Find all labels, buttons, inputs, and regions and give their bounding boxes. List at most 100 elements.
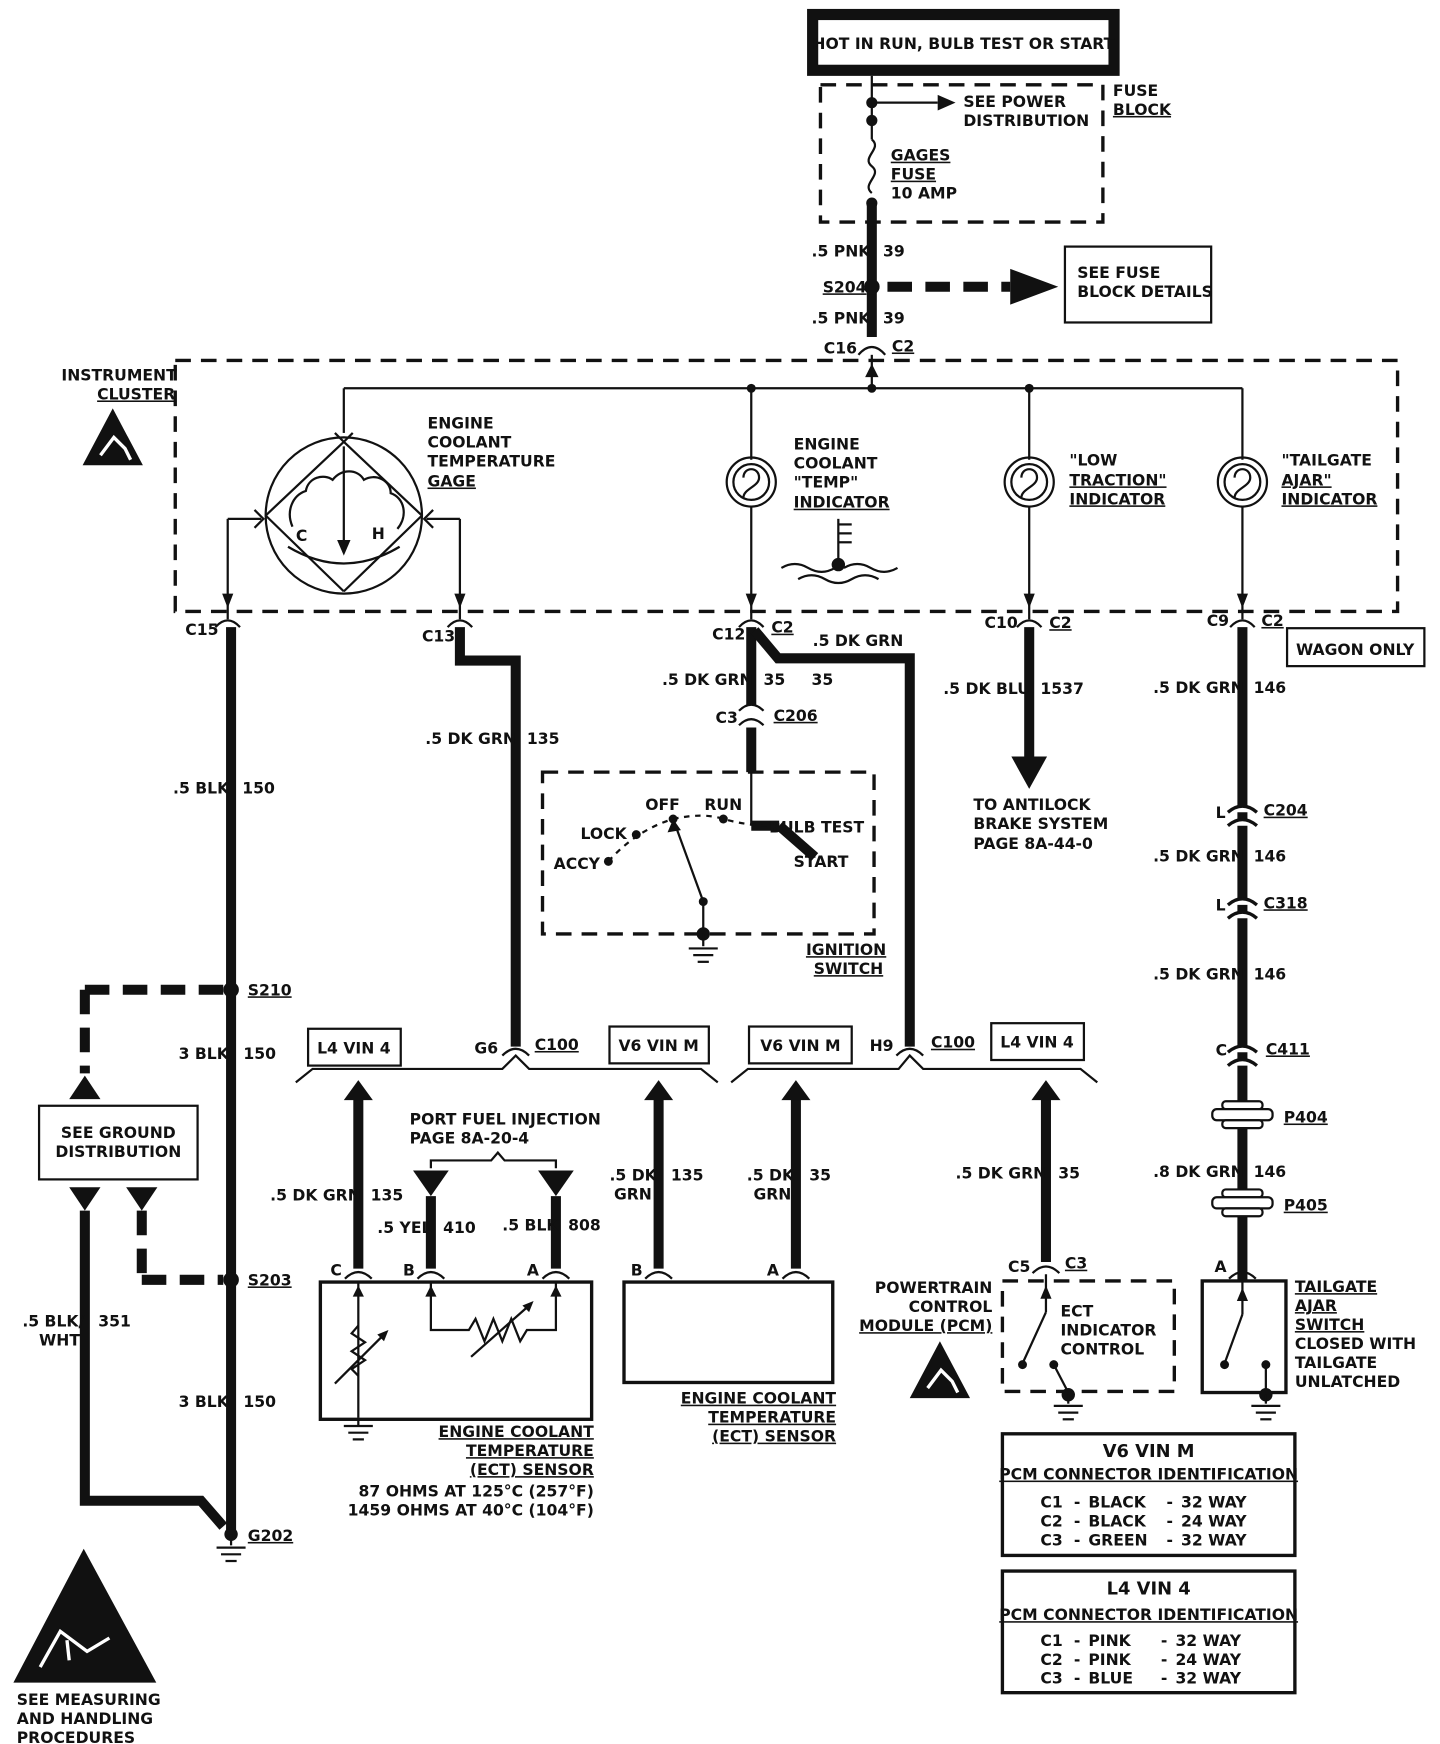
svg-text:-: - xyxy=(1074,1531,1080,1549)
wire-3blk-label-b: 3 BLK xyxy=(179,1045,230,1063)
ignition-accy-contact xyxy=(603,856,613,866)
connector-c100-right-bar xyxy=(730,1053,1098,1084)
gage-c-mark: C xyxy=(296,527,307,545)
v6-wire2-label-1: .5 DK xyxy=(747,1167,795,1185)
ect-spec-2: 1459 OHMS AT 40°C (104°F) xyxy=(348,1501,594,1519)
v6-ect-connector-a xyxy=(781,1270,811,1280)
ignition-switch-arc xyxy=(607,814,771,863)
splice-s210 xyxy=(223,981,239,998)
see-power-2: DISTRIBUTION xyxy=(963,112,1089,130)
v6-wire-label-1: .5 DK xyxy=(609,1167,657,1185)
fuse-block-box xyxy=(818,83,1105,224)
wire-pnk-top: .5 PNK xyxy=(812,243,872,261)
connector-c206-bottom xyxy=(738,718,765,727)
pcm-label-1: POWERTRAIN xyxy=(875,1279,993,1297)
see-ground-distribution-box xyxy=(37,1104,199,1181)
ignition-accy-label: ACCY xyxy=(554,855,601,873)
pcm-connector-c5 xyxy=(1031,1265,1061,1274)
fuse-label-2: FUSE xyxy=(891,166,936,184)
ground-dist-arrow-left xyxy=(69,1187,101,1211)
wagon-only-label: WAGON ONLY xyxy=(1296,641,1415,659)
ignition-run-contact xyxy=(718,814,728,824)
ect-label-2: TEMPERATURE xyxy=(466,1442,594,1460)
wire-dkgrn146-label-b: .5 DK GRN xyxy=(1153,847,1244,865)
ect-connector-a xyxy=(541,1270,571,1280)
pcm-table-row: C1 xyxy=(1040,1493,1062,1511)
circuit-146-label-b: 146 xyxy=(1254,847,1287,865)
splice-s210-label: S210 xyxy=(248,981,292,999)
connector-c3-label: C3 xyxy=(716,709,738,727)
coolant-temperature-gage xyxy=(227,388,460,595)
circuit-150-label-c: 150 xyxy=(243,1393,276,1411)
pcm-table-row: BLACK xyxy=(1088,1493,1146,1511)
pcm-table-row: 24 WAY xyxy=(1175,1651,1241,1669)
pcm-table-row: 32 WAY xyxy=(1175,1670,1241,1688)
connector-c12-label: C12 xyxy=(712,625,745,643)
wire-blk150-label: .5 BLK xyxy=(173,779,230,797)
v6-vinm-right-box xyxy=(747,1025,853,1065)
low-traction-indicator-bulb xyxy=(1003,388,1055,620)
ect-connector-b xyxy=(416,1270,446,1280)
cluster-label-1: INSTRUMENT xyxy=(61,366,177,384)
circuit-150-label-b: 150 xyxy=(243,1045,276,1063)
connector-c9-label: C9 xyxy=(1207,612,1229,630)
see-power-arrow xyxy=(937,94,956,111)
circuit-146-label-d: 146 xyxy=(1254,1163,1287,1181)
svg-text:-: - xyxy=(1167,1493,1173,1511)
pcm-table-row: PINK xyxy=(1088,1632,1131,1650)
antilock-label-1: TO ANTILOCK xyxy=(973,796,1091,814)
v6-circ135-label: 135 xyxy=(671,1167,704,1185)
v6-wire-label-2: GRN xyxy=(614,1185,652,1203)
wire-dkgrn-35-to-h9 xyxy=(750,627,915,1047)
v6-ect-label-3: (ECT) SENSOR xyxy=(712,1428,836,1446)
v6-ect-label-1: ENGINE COOLANT xyxy=(681,1390,837,1408)
svg-text:-: - xyxy=(1161,1651,1167,1669)
connector-c206-label: C206 xyxy=(774,707,818,725)
ignition-lock-label: LOCK xyxy=(580,825,627,843)
pcm-table-l4: L4 VIN 4 PCM CONNECTOR IDENTIFICATION C1… xyxy=(999,1569,1298,1695)
grommet-p404 xyxy=(1211,1100,1274,1130)
ignition-bulb-test-label: BULB TEST xyxy=(769,818,864,836)
connector-c318-pin-label: L xyxy=(1216,896,1226,914)
tailgate-label-3: SWITCH xyxy=(1295,1316,1364,1334)
wire-dkgrn135-label: .5 DK GRN xyxy=(425,730,516,748)
v6-wire2-label-2: GRN xyxy=(753,1185,791,1203)
pcm-table-l4-subtitle: PCM CONNECTOR IDENTIFICATION xyxy=(999,1606,1298,1624)
tailgate-label-6: UNLATCHED xyxy=(1295,1373,1400,1391)
pcm-table-row: C1 xyxy=(1040,1632,1062,1650)
ect-sensor-resistor-l4 xyxy=(349,1324,368,1377)
ect-spec-1: 87 OHMS AT 125°C (257°F) xyxy=(359,1482,594,1500)
connector-c9 xyxy=(1229,619,1256,628)
pcm-table-row: BLACK xyxy=(1088,1512,1146,1530)
pcm-table-row: PINK xyxy=(1088,1651,1131,1669)
low-traction-label-1: "LOW xyxy=(1069,451,1117,469)
wire-dkgrn146-label-a: .5 DK GRN xyxy=(1153,679,1244,697)
pcm-control-label-3: CONTROL xyxy=(1060,1341,1144,1359)
connector-c16-c2 xyxy=(857,345,887,356)
pcm-table-row: BLUE xyxy=(1088,1670,1133,1688)
svg-text:-: - xyxy=(1167,1531,1173,1549)
ignition-switch-box xyxy=(540,770,876,936)
ect-label-1: ENGINE COOLANT xyxy=(439,1423,595,1441)
pcm-c5-label: C5 xyxy=(1008,1258,1030,1276)
port-fuel-bracket xyxy=(429,1150,558,1169)
circuit-1537-label: 1537 xyxy=(1040,680,1083,698)
wire-dkgrn-135 xyxy=(454,627,521,1047)
tailgate-label-1: TAILGATE xyxy=(1295,1278,1377,1296)
see-fuse-details-2: BLOCK DETAILS xyxy=(1077,283,1213,301)
wire-blkwht-label-1: .5 BLK/ xyxy=(22,1313,84,1331)
wagon-only-box xyxy=(1285,627,1426,668)
wire-dkblu-label: .5 DK BLU xyxy=(943,680,1030,698)
pcm-table-row: C2 xyxy=(1040,1651,1062,1669)
connector-h9-label: H9 xyxy=(870,1037,894,1055)
hot-label: HOT IN RUN, BULB TEST OR START xyxy=(812,35,1114,53)
ect-label-3: (ECT) SENSOR xyxy=(470,1461,594,1479)
port-fuel-label-2: PAGE 8A-20-4 xyxy=(410,1130,530,1148)
connector-c9-c2-label: C2 xyxy=(1261,612,1283,630)
connector-c204 xyxy=(1226,804,1259,828)
circuit-146-label-c: 146 xyxy=(1254,966,1287,984)
svg-text:-: - xyxy=(1161,1632,1167,1650)
gages-fuse-symbol xyxy=(867,138,877,194)
pcm-wire-label: .5 DK GRN xyxy=(956,1164,1047,1182)
